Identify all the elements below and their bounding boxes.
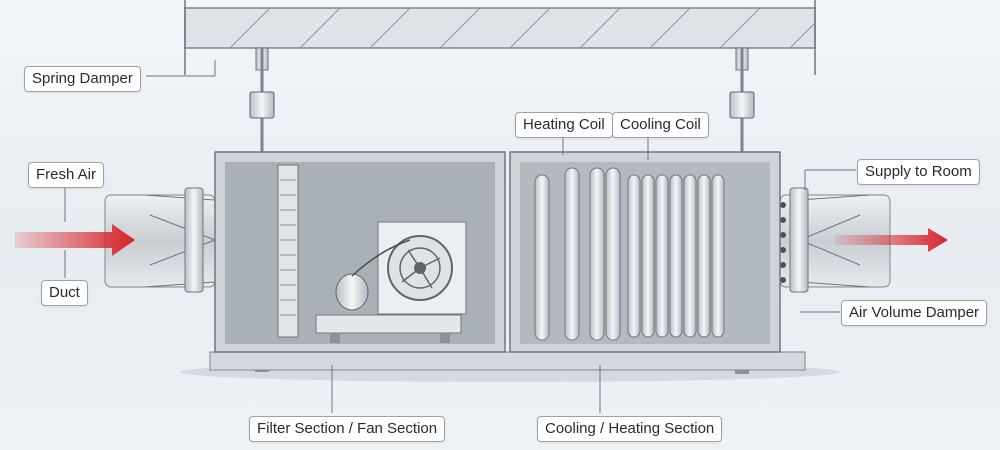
label-fresh-air: Fresh Air xyxy=(28,162,105,188)
filter-panel xyxy=(277,164,299,338)
label-duct: Duct xyxy=(41,280,88,306)
ceiling-slab xyxy=(184,0,816,75)
label-air-volume-damper: Air Volume Damper xyxy=(841,300,988,326)
label-supply-to-room: Supply to Room xyxy=(857,159,980,185)
label-spring-damper: Spring Damper xyxy=(24,66,141,92)
cooling-coil xyxy=(627,174,725,338)
label-heating-coil: Heating Coil xyxy=(515,112,613,138)
airflow-arrow-in xyxy=(15,224,135,256)
label-cooling-heating-section: Cooling / Heating Section xyxy=(537,416,723,442)
heating-coil xyxy=(534,167,621,341)
label-filter-fan-section: Filter Section / Fan Section xyxy=(249,416,446,442)
fan-assembly xyxy=(315,221,467,343)
inlet-duct xyxy=(104,187,216,293)
leader-lines xyxy=(64,60,856,413)
airflow-arrow-out xyxy=(835,228,948,252)
label-cooling-coil: Cooling Coil xyxy=(612,112,709,138)
